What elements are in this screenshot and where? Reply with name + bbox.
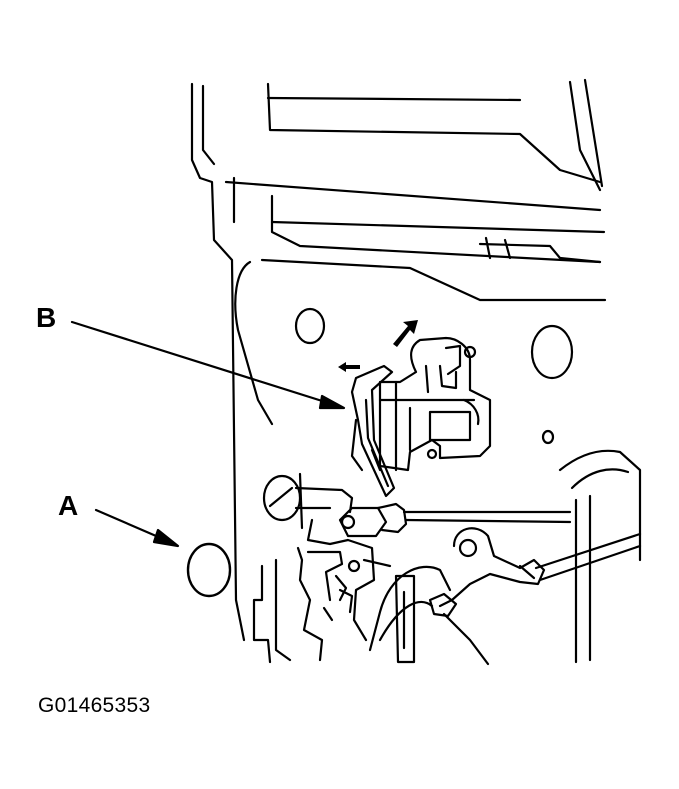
door-panel-outline (190, 78, 606, 642)
panel-holes (294, 307, 574, 445)
lock-lever-b (350, 364, 396, 498)
mount-cap (262, 472, 304, 530)
rear-panel-structure (558, 449, 642, 664)
lower-inner-structure (252, 518, 452, 664)
figure-id-label: G01465353 (38, 694, 151, 717)
leader-line-b (70, 320, 346, 410)
movement-arrows (338, 320, 418, 372)
rod-clips (294, 486, 572, 538)
plug-part-a (186, 542, 232, 598)
handle-linkage (428, 527, 642, 666)
inner-panel-recess (234, 236, 607, 426)
latch-assembly (378, 336, 492, 472)
leader-line-a (94, 508, 180, 548)
callout-label-a: A (58, 490, 79, 521)
callout-label-b: B (36, 302, 57, 333)
